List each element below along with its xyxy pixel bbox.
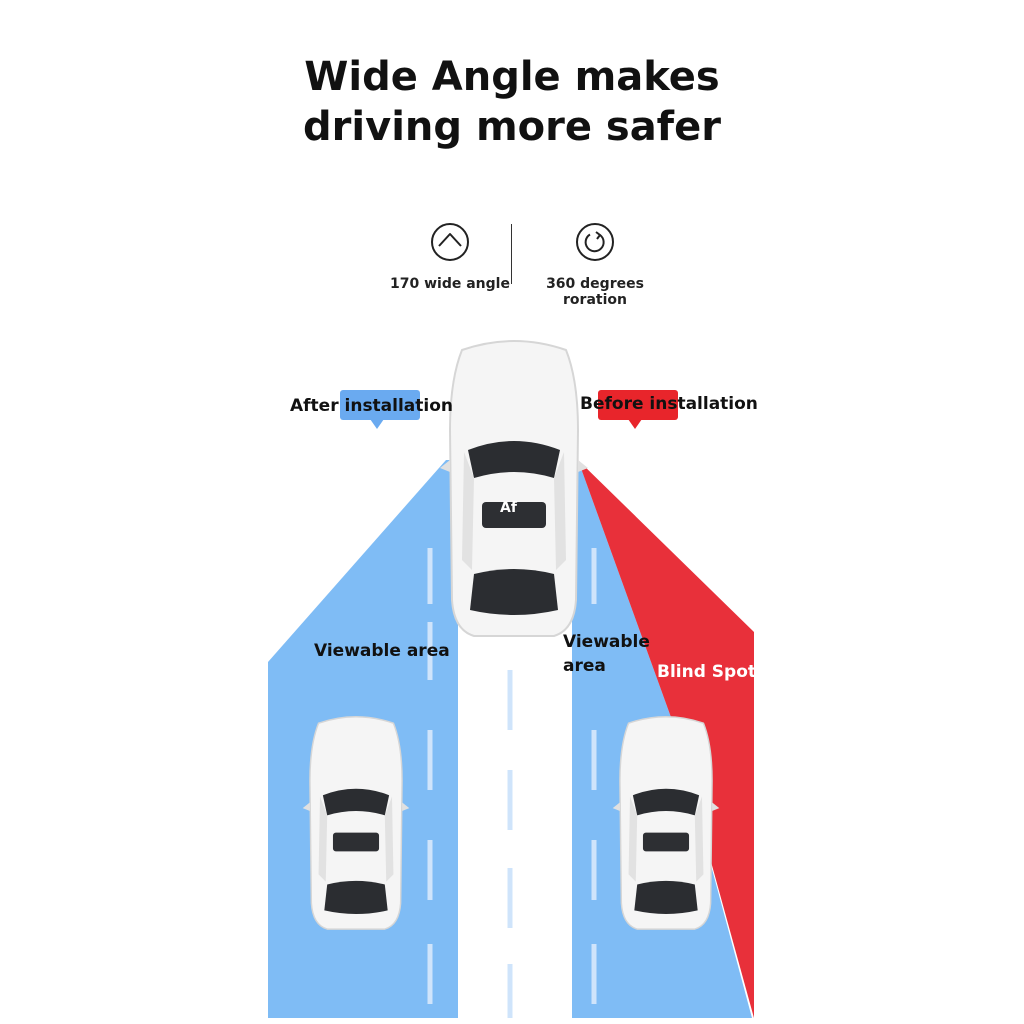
blind-spot-label: Blind Spot xyxy=(657,662,757,682)
rotation-icon xyxy=(576,223,614,261)
headline-line-1: Wide Angle makes xyxy=(304,54,720,100)
lane-markings xyxy=(427,548,597,1018)
viewable-area-right-label-2: area xyxy=(563,656,606,676)
after-installation-bubble xyxy=(340,390,420,429)
before-installation-label: Before installation xyxy=(580,394,758,414)
feature-divider xyxy=(511,224,512,284)
feature-rotation: 360 degrees roration xyxy=(512,222,678,308)
wide-angle-icon xyxy=(431,223,469,261)
viewable-area-right-label-1: Viewable xyxy=(563,632,650,652)
feature-wide-angle: 170 wide angle xyxy=(390,222,510,292)
headline-line-2: driving more safer xyxy=(303,104,721,150)
rear-window-text: Af xyxy=(500,500,517,516)
viewable-area-left-label: Viewable area xyxy=(314,641,450,661)
main-car xyxy=(439,340,589,637)
left-lane-car xyxy=(302,716,410,930)
headline: Wide Angle makes driving more safer xyxy=(0,52,1024,152)
right-lane-car xyxy=(612,716,720,930)
after-installation-label: After installation xyxy=(290,396,454,416)
feature-wide-angle-label: 170 wide angle xyxy=(390,276,510,292)
before-installation-bubble xyxy=(598,390,678,429)
blind-spot-zone xyxy=(578,460,754,1018)
feature-rotation-label: 360 degrees roration xyxy=(546,276,644,308)
